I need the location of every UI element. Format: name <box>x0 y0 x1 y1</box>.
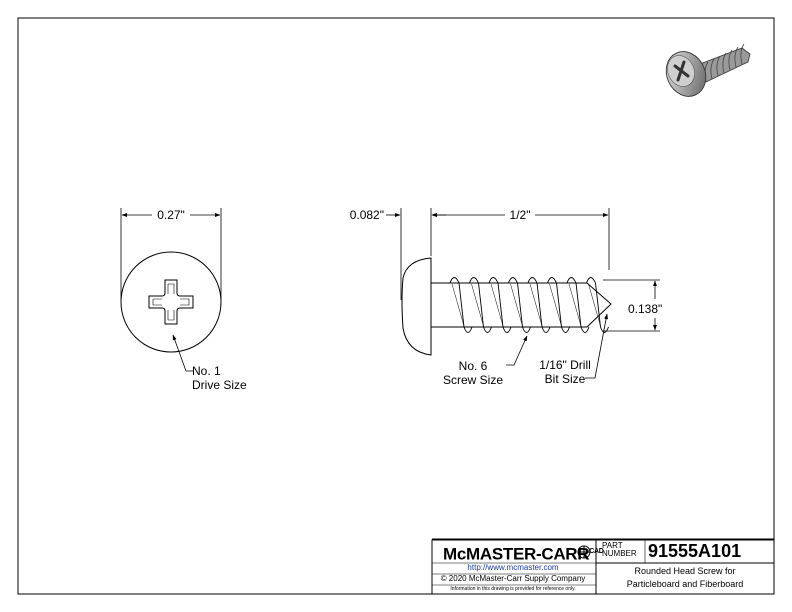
thread-shading <box>568 283 582 327</box>
disclaimer-text: Information in this drawing is provided … <box>450 586 576 592</box>
thread-flank <box>469 277 492 333</box>
thread-shading <box>588 283 601 327</box>
thread-shading <box>510 283 523 327</box>
screw-size-leader <box>506 335 528 366</box>
iso-thread-line <box>710 58 715 80</box>
thread-flank <box>508 277 531 333</box>
iso-thread-line <box>734 46 739 68</box>
drill-bit-leader <box>585 313 608 379</box>
logo-cad-suffix: CAD <box>589 548 604 555</box>
drive-size-callout: No. 1 Drive Size <box>192 364 247 392</box>
thread-shading <box>490 283 504 327</box>
thread-flank <box>586 277 609 333</box>
head-circle <box>120 251 222 353</box>
drill-bit-callout: 1/16" Drill Bit Size <box>539 358 591 386</box>
iso-thread-line <box>722 52 727 74</box>
logo-text: McMASTER-CARR <box>443 544 590 564</box>
copyright-text: © 2020 McMaster-Carr Supply Company <box>440 574 586 583</box>
head-height-label: 0.082" <box>349 208 384 222</box>
part-number-caption: PART NUMBER <box>602 541 637 558</box>
length-label: 1/2" <box>509 208 531 222</box>
website-link[interactable]: http://www.mcmaster.com <box>467 563 559 572</box>
thread-profile <box>449 277 609 333</box>
phillips-recess <box>148 279 194 325</box>
thread-shading <box>549 283 562 327</box>
drive-size-leader <box>172 334 193 372</box>
thread-flank <box>488 277 512 333</box>
screw-head <box>401 257 432 356</box>
mcmaster-logo: McMASTER-CARRCAD <box>443 541 604 564</box>
thread-shading <box>451 283 465 327</box>
iso-thread-line <box>728 49 733 71</box>
iso-thread-line <box>716 55 721 77</box>
isometric-screw-image <box>665 43 751 97</box>
head-view <box>120 208 222 372</box>
part-number-value: 91555A101 <box>648 541 742 561</box>
screw-size-callout: No. 6 Screw Size <box>442 359 504 387</box>
thread-flank <box>547 277 570 333</box>
logo-registered-icon <box>577 545 591 559</box>
head-diameter-label: 0.27" <box>157 208 185 222</box>
thread-flank <box>566 277 590 333</box>
title-block <box>431 538 775 595</box>
side-view <box>386 208 660 379</box>
sheet-border <box>17 17 775 595</box>
part-description: Rounded Head Screw for Particleboard and… <box>626 566 744 589</box>
thread-shading <box>471 283 484 327</box>
thread-diameter-label: 0.138" <box>628 302 663 316</box>
thread-flank <box>527 277 551 333</box>
thread-shading <box>529 283 543 327</box>
iso-thread-line <box>740 43 745 65</box>
thread-flank <box>449 277 473 333</box>
